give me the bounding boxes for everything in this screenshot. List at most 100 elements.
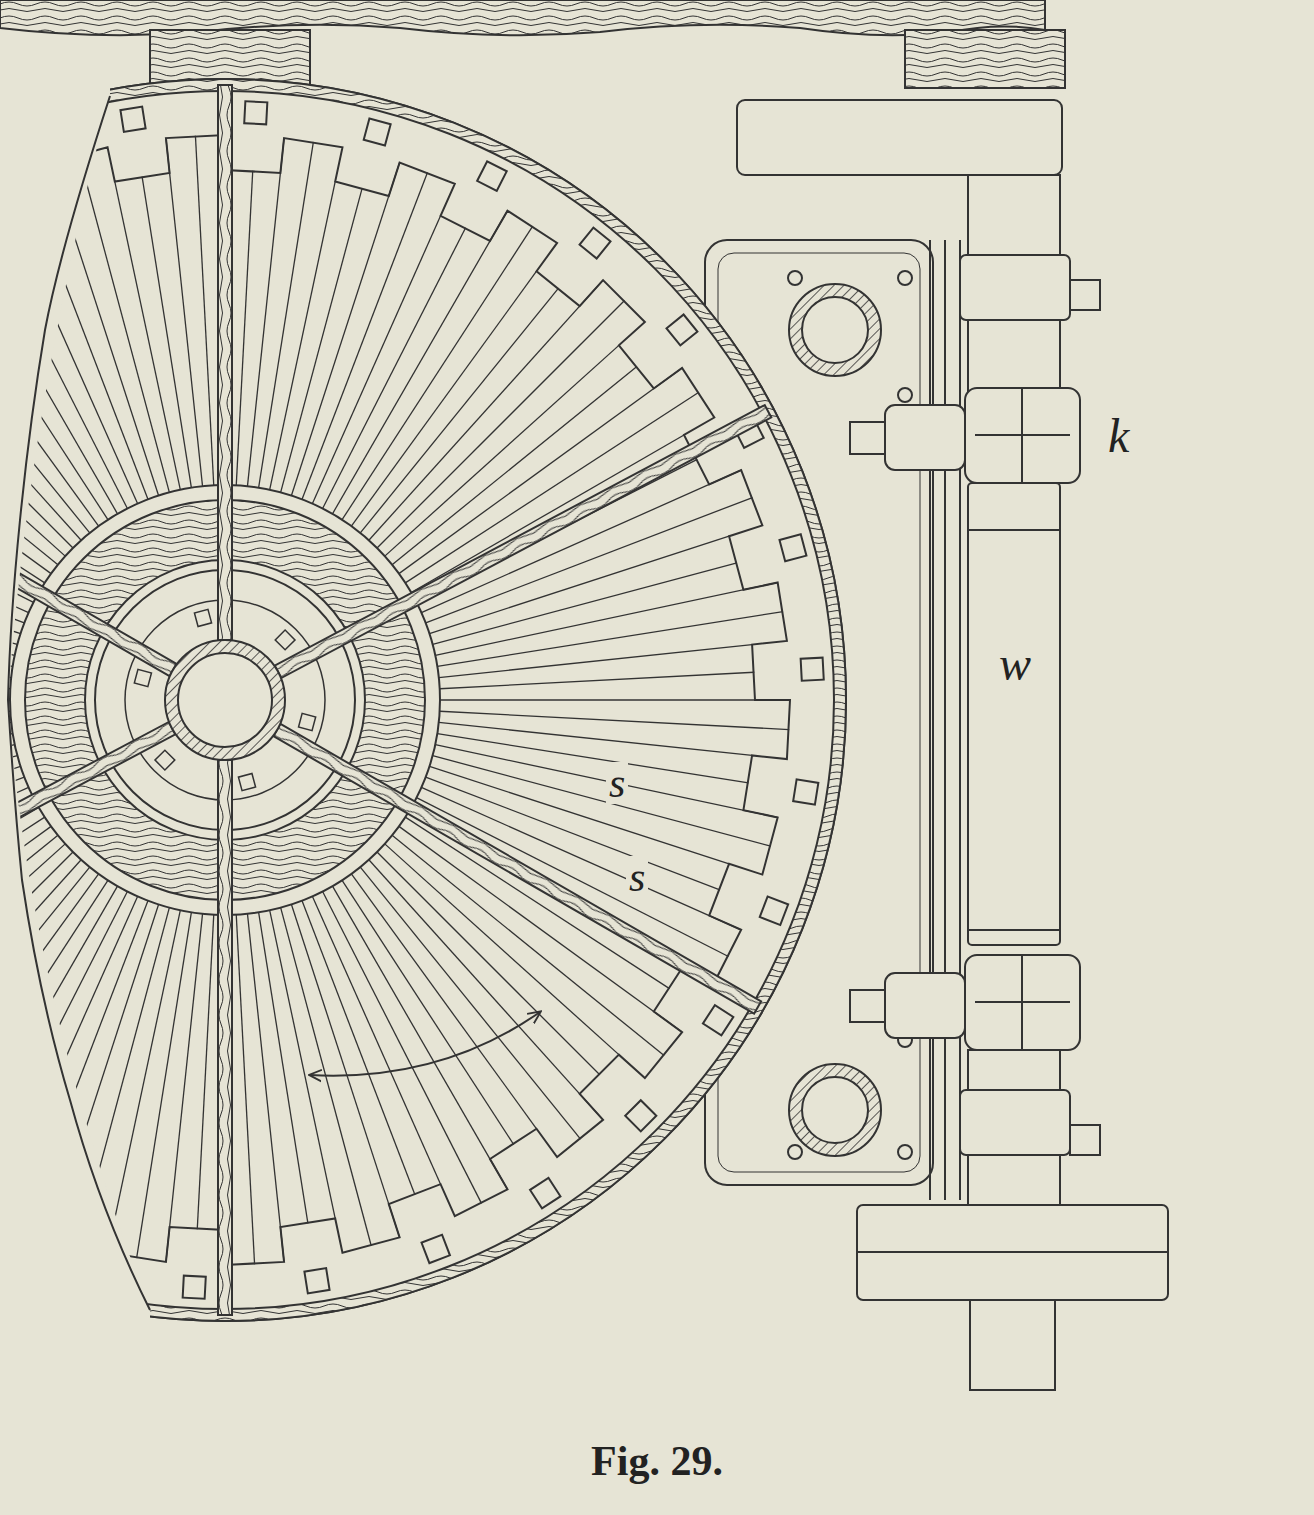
blade-line: [312, 896, 440, 1184]
blade-line: [333, 886, 508, 1189]
blade-line: [166, 138, 203, 486]
blade-line: [50, 904, 158, 1237]
blade-carrier: [0, 135, 790, 1265]
blade-line: [323, 892, 482, 1204]
blade-line: [440, 672, 755, 688]
blade-line: [0, 197, 127, 509]
blade-line: [88, 908, 170, 1212]
blade-line: [439, 722, 752, 755]
blade-line: [440, 699, 790, 700]
blade-line: [270, 910, 335, 1218]
blade-line: [392, 366, 637, 564]
blade-line: [0, 344, 58, 564]
blade-line: [0, 256, 108, 520]
blade-line: [259, 912, 308, 1223]
blade-line: [0, 817, 45, 1008]
blade-line: [35, 205, 148, 499]
blade-line: [0, 261, 90, 533]
part-label: s: [606, 762, 628, 804]
blade-line: [236, 915, 254, 1265]
blade-line: [0, 435, 39, 593]
blade-line: [0, 280, 81, 540]
rim-block: [703, 1005, 733, 1035]
blade-line: [281, 908, 372, 1246]
blade-line: [0, 835, 58, 1033]
top-beam: [0, 0, 1065, 88]
blade-line: [429, 536, 729, 633]
blade-line: [433, 563, 737, 645]
blade-line: [385, 844, 619, 1055]
blade-line: [342, 226, 533, 520]
blade-line: [0, 860, 81, 1120]
rim-block: [666, 314, 697, 345]
blade-line: [0, 892, 127, 1173]
blade-line: [0, 852, 73, 1099]
blade-line: [302, 173, 427, 500]
blade-line: [0, 844, 65, 1055]
rim-block: [477, 161, 507, 191]
blade-line: [351, 271, 536, 526]
blade-line: [0, 211, 118, 514]
blade-line: [291, 904, 399, 1237]
blade-line: [435, 583, 777, 656]
rim-block: [760, 897, 788, 925]
blade-line: [9, 216, 137, 504]
blade-line: [0, 880, 108, 1174]
blade-line: [9, 896, 137, 1184]
blade-line: [79, 154, 170, 492]
blade-line: [115, 910, 180, 1218]
figure-caption: Fig. 29.: [0, 1438, 1314, 1484]
blade-line: [0, 766, 21, 863]
blade-line: [369, 280, 603, 540]
blade-line: [0, 874, 99, 1129]
blade-line: [0, 867, 90, 1112]
blade-line: [247, 914, 284, 1262]
blade-line: [197, 915, 213, 1230]
rotation-arrow: [310, 1012, 540, 1076]
part-label: s: [626, 856, 648, 898]
rim-block: [183, 1276, 206, 1299]
blade-line: [421, 470, 741, 612]
blade-line: [360, 867, 580, 1139]
blade-line: [270, 182, 335, 490]
blade-line: [405, 817, 669, 989]
rim-block: [779, 534, 806, 561]
break-line: [8, 96, 150, 1310]
blade-line: [360, 288, 558, 533]
blade-line: [50, 163, 158, 496]
turbine-blades: [0, 101, 824, 1299]
rim-block: [625, 1100, 656, 1131]
blade-line: [23, 901, 148, 1228]
blade-line: [0, 325, 73, 548]
rim-block: [530, 1178, 560, 1208]
blade-line: [0, 886, 118, 1189]
rim-block: [422, 1235, 450, 1263]
rim-block: [364, 119, 391, 146]
blade-line: [435, 745, 777, 818]
rim-block: [120, 107, 145, 132]
rim-block: [59, 1254, 86, 1281]
blade-line: [399, 826, 682, 1032]
blade-line: [115, 182, 180, 490]
rim-block: [0, 137, 28, 165]
blade-line: [137, 912, 192, 1258]
blade-line: [333, 211, 508, 514]
blade-line: [247, 138, 284, 486]
rim-block: [304, 1268, 329, 1293]
blade-line: [440, 711, 790, 729]
blade-line: [0, 777, 24, 902]
blade-line: [259, 142, 314, 488]
rim-block: [244, 101, 267, 124]
blade-line: [166, 914, 203, 1262]
blade-line: [236, 171, 252, 486]
blade-line: [142, 177, 191, 488]
rim-block: [801, 658, 824, 681]
blade-line: [195, 136, 213, 486]
blade-line: [0, 345, 65, 556]
blade-line: [433, 756, 771, 847]
rim-block: [580, 228, 611, 259]
blade-line: [302, 901, 415, 1195]
blade-line: [437, 734, 748, 783]
blade-line: [342, 880, 514, 1144]
